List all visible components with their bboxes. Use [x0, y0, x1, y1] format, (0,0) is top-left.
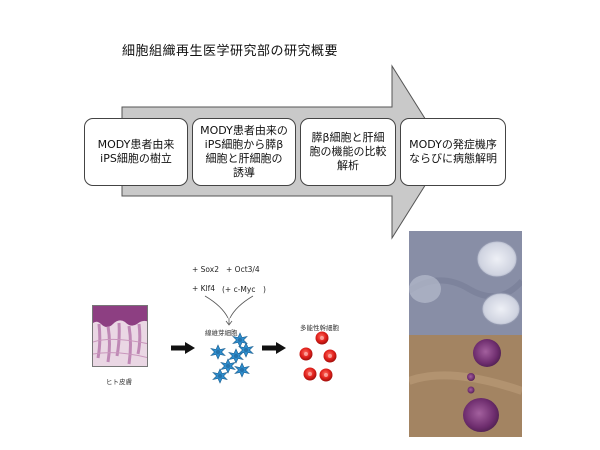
diagram-title: 細胞組織再生医学研究部の研究概要	[122, 44, 339, 59]
factor-oct34: + Oct3/4	[226, 265, 260, 274]
step-box-1: MODY患者由来 iPS細胞の樹立	[84, 118, 188, 186]
fibroblast-label: 線維芽細胞	[205, 329, 238, 337]
fibroblast-cell	[234, 362, 250, 378]
arrow-right-icon	[262, 342, 286, 354]
fibroblast-cell	[210, 344, 226, 360]
step-box-2: MODY患者由来の iPS細胞から膵β 細胞と肝細胞の 誘導	[192, 118, 296, 186]
factor-klf4: + Klf4	[192, 284, 216, 293]
step-box-3: 膵β細胞と肝細 胞の機能の比較 解析	[300, 118, 396, 186]
fibroblast-cell	[220, 358, 236, 374]
ips-label: 多能性幹細胞	[300, 324, 339, 332]
fibroblast-cell	[228, 348, 244, 364]
skin-label: ヒト皮膚	[106, 378, 132, 386]
step-box-4: MODYの発症機序 ならびに病態解明	[400, 118, 506, 186]
fibroblast-cell	[212, 368, 228, 384]
step-label-1: MODY患者由来 iPS細胞の樹立	[97, 138, 175, 165]
fibroblast-cluster	[210, 332, 254, 384]
skin-tissue-image	[92, 305, 148, 367]
ips-colony-micrograph	[409, 231, 522, 437]
arrow-right-icon	[171, 342, 195, 354]
ips-cell-cluster	[299, 331, 337, 382]
step-label-3: 膵β細胞と肝細 胞の機能の比較 解析	[309, 131, 387, 172]
step-label-2: MODY患者由来の iPS細胞から膵β 細胞と肝細胞の 誘導	[200, 124, 288, 179]
factor-cmyc: (+ c-Myc )	[222, 285, 266, 294]
factor-sox2: + Sox2	[192, 265, 219, 274]
step-label-4: MODYの発症機序 ならびに病態解明	[409, 138, 497, 165]
